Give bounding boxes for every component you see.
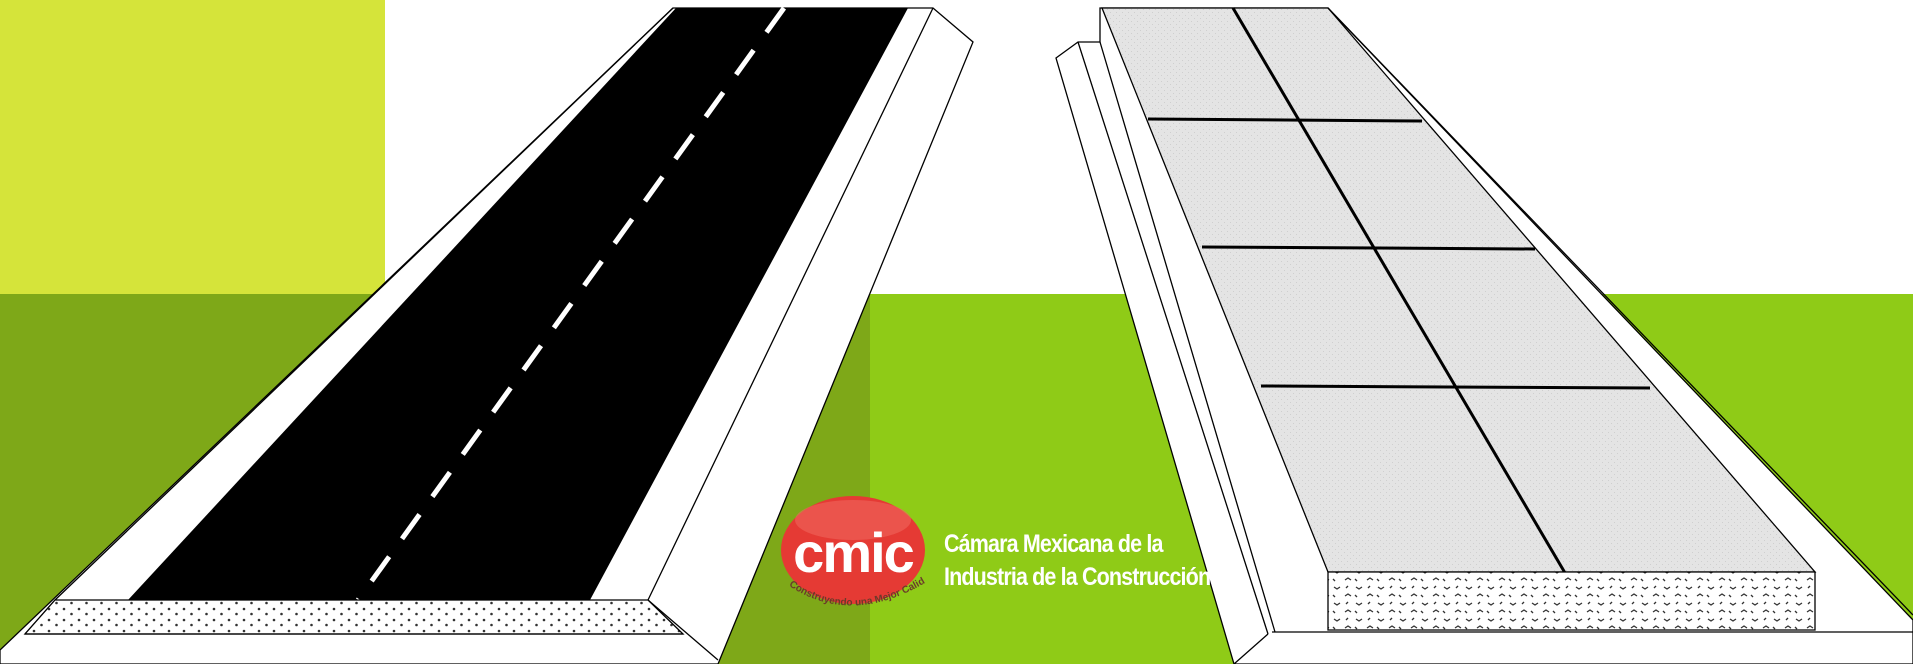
concrete-transverse-joint	[1201, 245, 1536, 251]
concrete-road-left-corner	[1233, 633, 1269, 664]
asphalt-road	[0, 6, 974, 664]
asphalt-road-left-edge	[54, 7, 674, 601]
cmic-logo-highlight	[795, 500, 911, 540]
cmic-name-line1: Cámara Mexicana de la	[944, 530, 1163, 558]
concrete-transverse-joint	[1260, 384, 1651, 390]
concrete-longitudinal-joint	[1231, 7, 1570, 579]
concrete-road	[1055, 7, 1913, 664]
cmic-name: Cámara Mexicana de la Industria de la Co…	[944, 528, 1211, 594]
cmic-name-line2: Industria de la Construcción	[944, 563, 1211, 591]
asphalt-road-right-edge	[647, 7, 934, 601]
concrete-road-left-shoulder	[1077, 41, 1269, 635]
cmic-logo-acronym: cmic	[793, 521, 913, 584]
asphalt-road-right-slope	[647, 599, 719, 661]
concrete-road-base-layer	[1327, 571, 1816, 631]
lane-center-marking	[355, 6, 787, 602]
asphalt-surface	[128, 8, 908, 600]
concrete-road-left-curb	[1099, 41, 1276, 633]
asphalt-road-base-layer	[23, 599, 685, 635]
concrete-transverse-joint	[1147, 117, 1423, 123]
concrete-road-slope-right	[1327, 7, 1913, 616]
lime-block	[0, 0, 385, 294]
